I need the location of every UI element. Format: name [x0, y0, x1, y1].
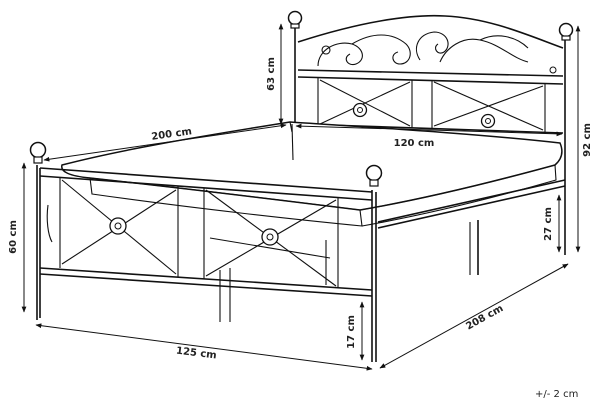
footboard [29, 141, 383, 362]
rosette-ornament [480, 113, 496, 129]
dim-label-total-width: 125 cm [175, 346, 217, 362]
dim-label-clearance-rear: 27 cm [543, 207, 554, 241]
dim-total-length: 208 cm [379, 263, 569, 369]
dim-clearance-front: 17 cm [346, 301, 365, 361]
side-rail [209, 123, 566, 322]
dim-label-headboard-height: 63 cm [266, 57, 277, 91]
dim-label-footboard-height: 60 cm [8, 220, 19, 254]
footboard-left-finial [29, 141, 47, 159]
dim-total-height: 92 cm [575, 25, 593, 253]
tolerance-note: +/- 2 cm [535, 389, 578, 400]
dim-total-width: 125 cm [35, 323, 373, 371]
headboard-left-finial [287, 10, 303, 26]
dim-bed-width: 120 cm [295, 123, 563, 149]
footboard-right-finial [365, 164, 383, 182]
rosette-ornament [109, 217, 127, 235]
dim-label-total-height: 92 cm [582, 123, 593, 157]
headboard-right-finial [558, 22, 574, 38]
mattress [61, 121, 563, 227]
dim-label-clearance-front: 17 cm [346, 315, 357, 349]
dim-label-bed-width: 120 cm [394, 138, 435, 149]
rosette-ornament [261, 228, 279, 246]
dim-headboard-height: 63 cm [266, 23, 284, 125]
rosette-ornament [352, 102, 368, 118]
dim-footboard-height: 60 cm [8, 162, 27, 313]
dim-clearance-rear: 27 cm [543, 194, 562, 253]
